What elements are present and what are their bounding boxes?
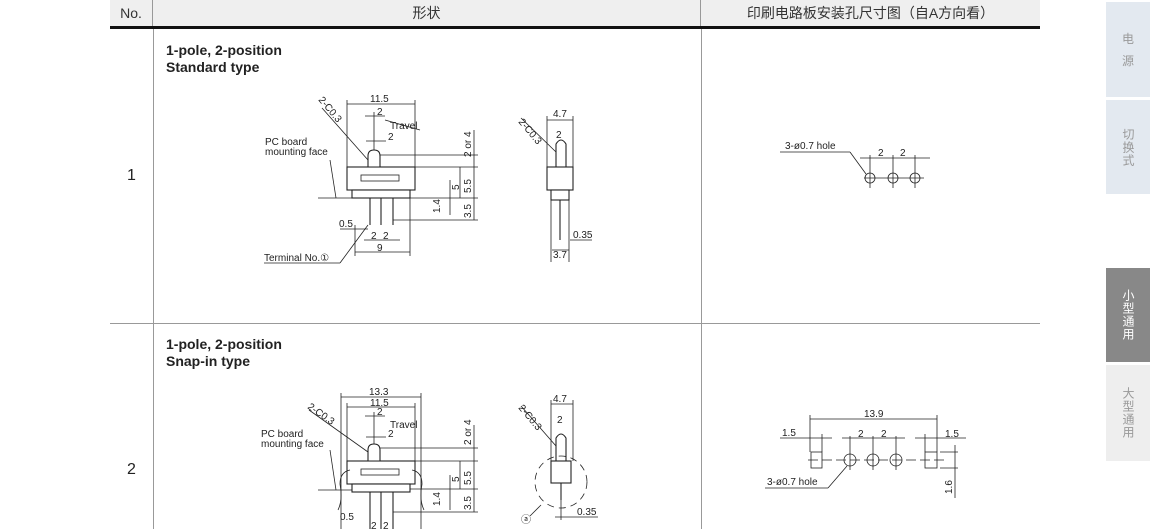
dim-label: 5 xyxy=(451,184,462,190)
front-view-drawing-2: 13.3 2-C0.3 11.5 2 Travel 2 PC board mou… xyxy=(261,387,478,529)
tab-label: 小型通用 xyxy=(1121,289,1135,341)
sidebar-tab-large-general[interactable]: 大型通用 xyxy=(1106,365,1150,461)
header-no: No. xyxy=(110,0,153,26)
hole-pattern-2: 13.9 1.5 1.5 2 2 3-ø0.7 hole 1.6 xyxy=(765,409,966,498)
tab-char: 源 xyxy=(1121,53,1134,68)
hole-pattern-1: 3-ø0.7 hole 2 2 xyxy=(780,141,930,188)
pc-board-label: PC board xyxy=(265,137,307,148)
dim-label: 2 xyxy=(383,521,389,529)
dim-label: 2 xyxy=(556,130,562,141)
chamfer-label: 2-C0.3 xyxy=(516,117,544,147)
title-line: 1-pole, 2-position xyxy=(166,42,282,58)
dim-label: 3.5 xyxy=(463,204,474,218)
dim-label: 9 xyxy=(377,243,383,254)
chamfer-label: 2-C0.3 xyxy=(316,95,344,125)
sidebar-tab-small-general[interactable]: 小型通用 xyxy=(1106,268,1150,362)
dim-label: 0.5 xyxy=(340,512,354,523)
dim-label: 13.9 xyxy=(864,409,884,420)
tab-label: 大型通用 xyxy=(1121,387,1135,439)
row-divider xyxy=(110,323,1040,324)
dim-label: 2 xyxy=(371,521,377,529)
side-view-drawing-1: 4.7 2-C0.3 2 0.35 3.7 xyxy=(516,109,593,262)
title-line: 1-pole, 2-position xyxy=(166,336,282,352)
pc-board-label: mounting face xyxy=(265,147,328,158)
dim-label: 4.7 xyxy=(553,394,567,405)
dim-label: 2 xyxy=(900,148,906,159)
dim-label: 5.5 xyxy=(463,471,474,485)
dim-label: 11.5 xyxy=(370,398,389,409)
hole-label: 3-ø0.7 hole xyxy=(767,477,818,488)
dim-label: 2 xyxy=(377,407,383,418)
dim-label: 2 xyxy=(388,429,394,440)
dim-label: 2 xyxy=(557,415,563,426)
table-header: No. 形状 印刷电路板安装孔尺寸图（自A方向看） xyxy=(110,0,1040,29)
dim-label: 1.5 xyxy=(782,428,796,439)
header-pcb-hole: 印刷电路板安装孔尺寸图（自A方向看） xyxy=(746,5,995,21)
tab-char: 电 xyxy=(1121,31,1134,46)
dim-label: 2 xyxy=(377,107,383,118)
subtitle-line: Snap-in type xyxy=(166,353,251,369)
dim-label: 2 or 4 xyxy=(463,419,474,445)
dim-label: 1.4 xyxy=(432,492,443,506)
dim-label: 2 xyxy=(881,429,887,440)
tab-label: 切换式 xyxy=(1121,127,1135,167)
travel-label: Travel xyxy=(390,420,417,431)
dim-label: 1.4 xyxy=(432,199,443,213)
row-number: 2 xyxy=(127,461,136,478)
row-number: 1 xyxy=(127,167,136,184)
dim-label: 3.7 xyxy=(553,250,567,261)
dim-label: 3.5 xyxy=(463,496,474,510)
dim-label: 1.6 xyxy=(944,480,955,494)
hole-label: 3-ø0.7 hole xyxy=(785,141,836,152)
dim-label: 2 xyxy=(371,231,377,242)
dim-label: 2 xyxy=(878,148,884,159)
dim-label: 2 xyxy=(383,231,389,242)
dim-label: 5 xyxy=(451,476,462,482)
dim-label: 2 xyxy=(388,132,394,143)
dim-label: 11.5 xyxy=(370,94,389,105)
callout-a: ⓐ xyxy=(521,514,531,526)
dim-label: 4.7 xyxy=(553,109,567,120)
dim-label: 5.5 xyxy=(463,179,474,193)
pc-board-label: mounting face xyxy=(261,439,324,450)
dim-label: 0.5 xyxy=(339,219,353,230)
subtitle-line: Standard type xyxy=(166,59,260,75)
sidebar-tab-switching[interactable]: 切换式 xyxy=(1106,100,1150,194)
dim-label: 0.35 xyxy=(577,507,597,518)
dim-label: 2 xyxy=(858,429,864,440)
travel-label: Travel xyxy=(390,121,417,132)
chamfer-label: 2-C0.3 xyxy=(305,401,336,427)
column-divider xyxy=(153,29,154,529)
sidebar-tab-power[interactable]: 电源 xyxy=(1106,2,1150,97)
front-view-drawing-1: 2-C0.3 11.5 2 Travel 2 PC board mounting… xyxy=(264,94,478,264)
side-view-drawing-2: 4.7 2-C0.3 2 0.35 ⓐ xyxy=(516,394,598,526)
chamfer-label: 2-C0.3 xyxy=(516,403,544,433)
dim-label: 2 or 4 xyxy=(463,131,474,157)
terminal-label: Terminal No.① xyxy=(264,253,329,264)
pc-board-label: PC board xyxy=(261,429,303,440)
header-shape: 形状 xyxy=(153,0,701,26)
dim-label: 0.35 xyxy=(573,230,593,241)
column-divider xyxy=(701,29,702,529)
dim-label: 13.3 xyxy=(369,387,389,398)
dim-label: 1.5 xyxy=(945,429,959,440)
